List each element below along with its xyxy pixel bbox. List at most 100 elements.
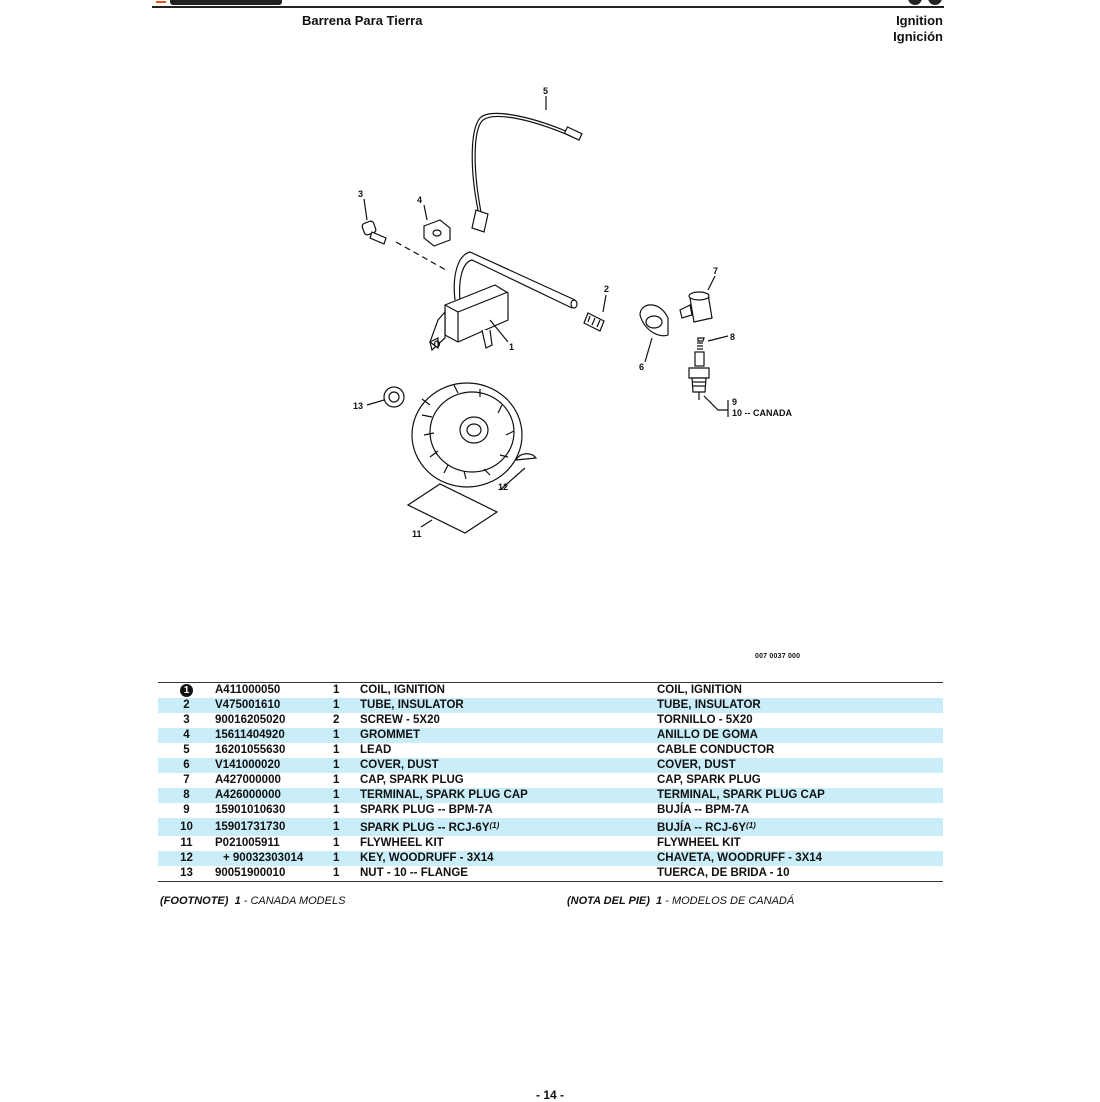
- ref-cell: 5: [183, 744, 190, 756]
- qty-cell: 1: [333, 758, 360, 773]
- ref-cell: 2: [158, 698, 215, 713]
- ref-cell: 3: [183, 714, 190, 726]
- part-number-cell: V141000020: [215, 758, 333, 773]
- description-en-cell: SCREW - 5X20: [360, 714, 440, 726]
- callout-1: 1: [509, 342, 514, 352]
- footnote-es-number: 1: [656, 895, 663, 907]
- figure-code: 007 0037 000: [755, 653, 801, 660]
- callout-2: 2: [604, 284, 609, 294]
- part-number-cell: P021005911: [215, 837, 280, 849]
- footnote-es-label: (NOTA DEL PIE): [567, 895, 650, 907]
- footnote-marker: (1): [746, 821, 756, 830]
- description-es-text: BUJÍA -- RCJ-6Y: [657, 822, 747, 834]
- part-number-cell: 15611404920: [215, 728, 333, 743]
- description-es-cell: COVER, DUST: [657, 758, 943, 773]
- ref-cell: 13: [180, 867, 193, 879]
- description-en-cell: LEAD: [360, 744, 392, 756]
- part-number-cell: V475001610: [215, 698, 333, 713]
- part-number-cell: 90051900010: [215, 867, 286, 879]
- description-es-cell: TORNILLO - 5X20: [657, 714, 753, 726]
- footnote-en: (FOOTNOTE) 1 - CANADA MODELS: [160, 895, 345, 907]
- part-number-cell: A427000000: [215, 774, 281, 786]
- callout-13: 13: [353, 401, 363, 411]
- callout-11: 11: [412, 529, 422, 539]
- page-number: - 14 -: [535, 1088, 564, 1102]
- qty-cell: 1: [333, 788, 360, 803]
- part-number-cell: A426000000: [215, 788, 333, 803]
- section-title-es: Ignición: [893, 29, 943, 44]
- table-row: 10 15901731730 1 SPARK PLUG -- RCJ-6Y(1)…: [158, 818, 943, 836]
- part-number-cell: 15901010630: [215, 804, 286, 816]
- description-es-cell: FLYWHEEL KIT: [657, 837, 741, 849]
- description-en-cell: NUT - 10 -- FLANGE: [360, 867, 468, 879]
- ref-cell: 7: [183, 774, 190, 786]
- part-number-cell: A411000050: [215, 684, 281, 696]
- description-en-cell: COIL, IGNITION: [360, 684, 445, 696]
- qty-cell: 1: [333, 774, 340, 786]
- footnote-es-text: - MODELOS DE CANADÁ: [665, 895, 795, 907]
- description-en-cell: FLYWHEEL KIT: [360, 837, 444, 849]
- qty-cell: 1: [333, 728, 360, 743]
- ref-cell: 9: [183, 804, 190, 816]
- part-number-cell: 90016205020: [215, 714, 286, 726]
- table-row: 7 A427000000 1 CAP, SPARK PLUG CAP, SPAR…: [158, 773, 943, 788]
- description-es-cell: TUERCA, DE BRIDA - 10: [657, 867, 790, 879]
- ref-cell: 10: [158, 818, 215, 836]
- footnote-es: (NOTA DEL PIE) 1 - MODELOS DE CANADÁ: [567, 895, 794, 907]
- section-title: Ignition Ignición: [893, 13, 943, 45]
- footnote-en-label: (FOOTNOTE): [160, 895, 229, 907]
- qty-cell: 1: [333, 818, 360, 836]
- part-number-cell: 16201055630: [215, 744, 286, 756]
- description-es-cell: TERMINAL, SPARK PLUG CAP: [657, 788, 943, 803]
- description-en-cell: SPARK PLUG -- BPM-7A: [360, 804, 493, 816]
- qty-cell: 1: [333, 837, 340, 849]
- description-es-cell: COIL, IGNITION: [657, 684, 742, 696]
- footnote-marker: (1): [489, 821, 500, 830]
- parts-table: 1 A411000050 1 COIL, IGNITION COIL, IGNI…: [158, 682, 943, 882]
- table-row: 6 V141000020 1 COVER, DUST COVER, DUST: [158, 758, 943, 773]
- table-row: 11 P021005911 1 FLYWHEEL KIT FLYWHEEL KI…: [158, 836, 943, 851]
- qty-cell: 2: [333, 714, 340, 726]
- table-row: 2 V475001610 1 TUBE, INSULATOR TUBE, INS…: [158, 698, 943, 713]
- ref-number-badge: 1: [180, 684, 193, 697]
- callout-3: 3: [358, 189, 363, 199]
- part-number-cell: + 90032303014: [215, 851, 333, 866]
- part-number-cell: 15901731730: [215, 818, 333, 836]
- section-title-en: Ignition: [896, 13, 943, 28]
- description-es-cell: CABLE CONDUCTOR: [657, 744, 775, 756]
- footnote-en-number: 1: [234, 895, 241, 907]
- table-row: 13 90051900010 1 NUT - 10 -- FLANGE TUER…: [158, 866, 943, 882]
- callout-5: 5: [543, 86, 548, 96]
- description-en-cell: SPARK PLUG -- RCJ-6Y(1): [360, 818, 657, 836]
- callout-6: 6: [639, 362, 644, 372]
- description-es-cell: ANILLO DE GOMA: [657, 728, 943, 743]
- table-row: 3 90016205020 2 SCREW - 5X20 TORNILLO - …: [158, 713, 943, 728]
- qty-cell: 1: [333, 744, 340, 756]
- description-en-cell: TERMINAL, SPARK PLUG CAP: [360, 788, 657, 803]
- description-en-cell: COVER, DUST: [360, 758, 657, 773]
- description-en-cell: GROMMET: [360, 728, 657, 743]
- description-es-cell: CHAVETA, WOODRUFF - 3X14: [657, 851, 943, 866]
- qty-cell: 1: [333, 804, 340, 816]
- table-row: 5 16201055630 1 LEAD CABLE CONDUCTOR: [158, 743, 943, 758]
- qty-cell: 1: [333, 851, 360, 866]
- ref-cell: 11: [180, 837, 193, 849]
- callout-10: 10 -- CANADA: [732, 408, 793, 418]
- description-en-cell: CAP, SPARK PLUG: [360, 774, 464, 786]
- footnote-en-text: - CANADA MODELS: [243, 895, 346, 907]
- table-row: 4 15611404920 1 GROMMET ANILLO DE GOMA: [158, 728, 943, 743]
- description-es-cell: BUJÍA -- BPM-7A: [657, 804, 750, 816]
- description-en-text: SPARK PLUG -- RCJ-6Y: [360, 822, 490, 834]
- callout-4: 4: [417, 195, 422, 205]
- table-row: 1 A411000050 1 COIL, IGNITION COIL, IGNI…: [158, 683, 943, 699]
- callout-12: 12: [498, 482, 508, 492]
- table-row: 8 A426000000 1 TERMINAL, SPARK PLUG CAP …: [158, 788, 943, 803]
- brand-logo: [152, 0, 287, 6]
- document-title: Barrena Para Tierra: [302, 13, 423, 28]
- ref-cell: 8: [158, 788, 215, 803]
- ref-cell: 1: [158, 683, 215, 699]
- qty-cell: 1: [333, 684, 340, 696]
- language-icons: [905, 0, 945, 6]
- description-es-cell: TUBE, INSULATOR: [657, 698, 943, 713]
- table-row: 9 15901010630 1 SPARK PLUG -- BPM-7A BUJ…: [158, 803, 943, 818]
